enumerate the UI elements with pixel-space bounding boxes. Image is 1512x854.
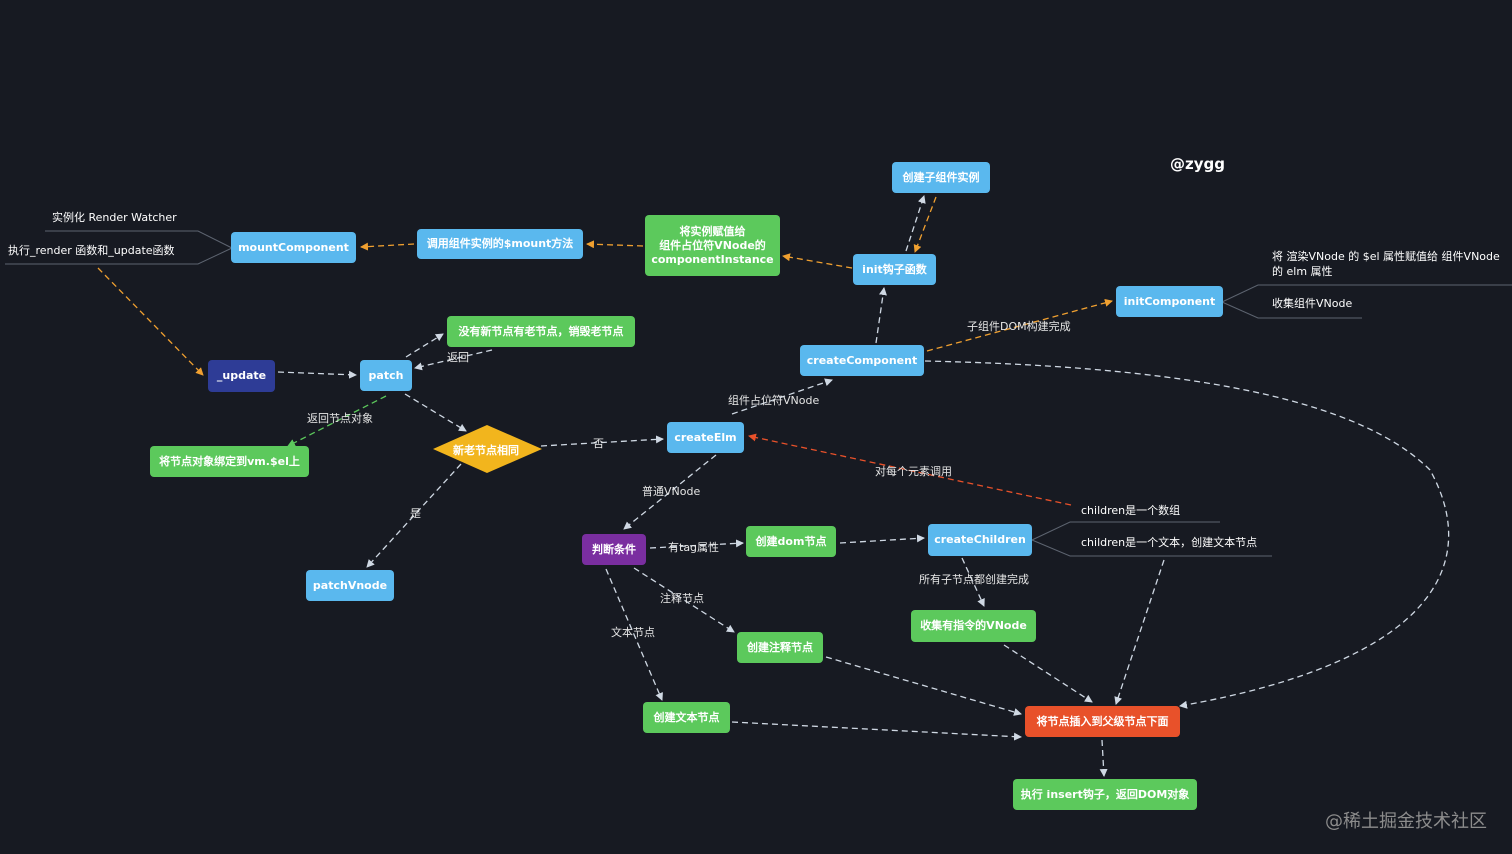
assign-instance-node[interactable]: 将实例赋值给 组件占位符VNode的 componentInstance <box>645 215 780 276</box>
same-node-diamond[interactable] <box>433 425 542 473</box>
edge-judge-to-create-dom <box>649 539 744 549</box>
annotation-bracket-left <box>5 230 233 265</box>
initComponent-node[interactable]: initComponent <box>1116 286 1223 317</box>
patchVnode-node[interactable]: patchVnode <box>306 570 394 601</box>
same-node-label: 新老节点相同 <box>453 444 519 457</box>
exec-render-annotation: 执行_render 函数和_update函数 <box>8 244 175 257</box>
assign-instance-line-1: 将实例赋值给 <box>679 224 746 238</box>
edge-label-no: 否 <box>593 437 604 450</box>
init-hook-node[interactable]: init钩子函数 <box>853 254 936 285</box>
edge-mount-method-to-mountComponent <box>360 242 415 251</box>
watermark: @稀土掘金技术社区 <box>1325 811 1487 832</box>
edge-text-to-insert <box>731 721 1022 741</box>
edge-same-to-createElm <box>540 435 664 447</box>
collect-directives-node[interactable]: 收集有指令的VNode <box>911 610 1036 642</box>
create-child-instance-node[interactable]: 创建子组件实例 <box>892 162 990 193</box>
create-dom-node[interactable]: 创建dom节点 <box>746 526 836 557</box>
createElm-node[interactable]: createElm <box>667 422 744 453</box>
insert-parent-node[interactable]: 将节点插入到父级节点下面 <box>1025 706 1180 737</box>
edge-patch-to-destroy <box>405 333 444 358</box>
render-watcher-annotation: 实例化 Render Watcher <box>52 211 177 224</box>
update-node[interactable]: _update <box>208 360 275 392</box>
edge-collect-to-insert <box>1003 644 1093 703</box>
edge-init-hook-to-child-instance <box>905 195 926 252</box>
edge-createComponent-to-insert <box>924 360 1450 709</box>
author-signature: @zygg <box>1170 155 1225 173</box>
destroy-old-node[interactable]: 没有新节点有老节点，销毁老节点 <box>447 316 635 347</box>
create-comment-node[interactable]: 创建注释节点 <box>737 632 823 663</box>
annotation-bracket-children <box>1031 521 1272 557</box>
edge-label-has-tag: 有tag属性 <box>668 541 720 554</box>
edge-createElm-to-createComponent <box>731 378 833 415</box>
createComponent-node[interactable]: createComponent <box>800 345 924 376</box>
edge-same-to-patchVnode <box>366 463 462 568</box>
edge-label-text-node: 文本节点 <box>611 626 655 639</box>
edge-child-instance-to-init-hook <box>913 196 937 253</box>
edge-children-text-to-insert <box>1114 559 1165 705</box>
patch-node[interactable]: patch <box>360 360 412 391</box>
edge-judge-to-text <box>605 568 663 701</box>
create-text-node[interactable]: 创建文本节点 <box>643 702 730 733</box>
createChildren-node[interactable]: createChildren <box>928 524 1032 556</box>
edge-label-comment-node: 注释节点 <box>660 592 704 605</box>
edge-insert-to-insert-hook <box>1099 739 1108 777</box>
edge-label-normal-vnode: 普通VNode <box>642 485 701 498</box>
init-component-desc-line-1: 将 渲染VNode 的 $el 属性赋值给 组件VNode <box>1272 250 1500 263</box>
edge-patch-to-bind-el <box>287 395 387 447</box>
judge-node[interactable]: 判断条件 <box>582 534 646 565</box>
edge-createComponent-to-initComponent <box>926 298 1113 352</box>
edge-label-yes: 是 <box>410 507 421 520</box>
edge-children-array-to-createElm <box>748 433 1072 506</box>
edge-exec-render-to-update <box>97 267 204 376</box>
children-text-annotation: children是一个文本，创建文本节点 <box>1081 536 1258 549</box>
edge-label-each-element: 对每个元素调用 <box>875 465 952 478</box>
collect-component-vnode-annotation: 收集组件VNode <box>1272 297 1353 310</box>
children-array-annotation: children是一个数组 <box>1081 504 1181 517</box>
edge-label-return: 返回 <box>447 351 469 364</box>
edge-createComponent-to-init-hook <box>875 287 887 344</box>
edge-label-placeholder-vnode: 组件占位符VNode <box>728 394 820 407</box>
edges-gray <box>277 195 1450 777</box>
edge-create-dom-to-createChildren <box>839 534 925 544</box>
bind-el-node[interactable]: 将节点对象绑定到vm.$el上 <box>150 446 309 477</box>
edge-createChildren-to-collect <box>961 557 985 607</box>
edge-label-child-dom-done: 子组件DOM构建完成 <box>967 320 1071 333</box>
edge-label-all-children-done: 所有子节点都创建完成 <box>919 573 1029 586</box>
edge-patch-to-same <box>404 393 467 432</box>
insert-hook-node[interactable]: 执行 insert钩子，返回DOM对象 <box>1013 779 1197 810</box>
edge-init-hook-to-assign <box>782 253 853 269</box>
edge-comment-to-insert <box>825 656 1022 716</box>
edge-label-return-node: 返回节点对象 <box>307 412 373 425</box>
edge-destroy-return-patch <box>414 349 493 371</box>
init-component-desc-line-2: 的 elm 属性 <box>1272 265 1333 278</box>
mount-method-node[interactable]: 调用组件实例的$mount方法 <box>417 229 583 259</box>
mountComponent-node[interactable]: mountComponent <box>231 232 356 263</box>
edge-update-to-patch <box>277 370 357 379</box>
assign-instance-line-3: componentInstance <box>651 252 774 266</box>
assign-instance-line-2: 组件占位符VNode的 <box>659 238 766 252</box>
annotation-bracket-right <box>1221 284 1512 319</box>
edges-orange <box>97 196 1113 376</box>
edge-assign-to-mount-method <box>586 240 644 249</box>
